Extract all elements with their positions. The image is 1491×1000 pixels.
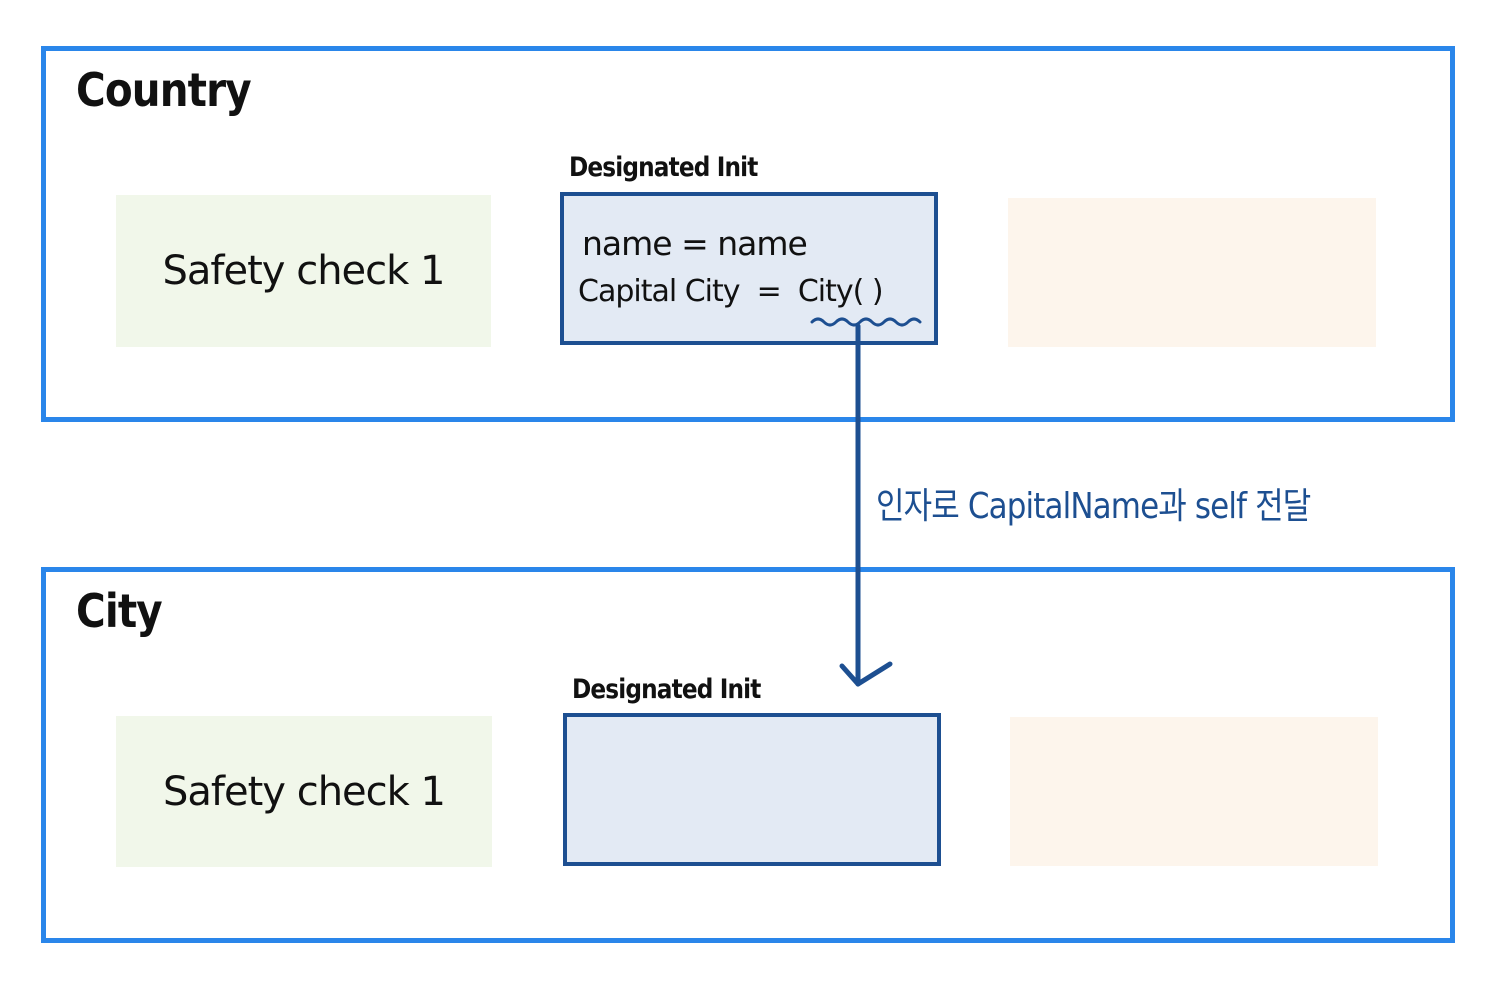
country-safety-check-label: Safety check 1 [162, 248, 446, 294]
city-init-label: Designated Init [572, 674, 761, 705]
city-init-call: City( ) [797, 274, 884, 309]
connector-annotation: 인자로 CapitalName과 self 전달 [876, 486, 1311, 527]
code-line-capital-city-assignment: Capital City = City( ) [578, 274, 884, 309]
country-designated-init-box: name = name Capital City = City( ) [560, 192, 938, 345]
city-safety-check-panel: Safety check 1 [116, 716, 492, 867]
capital-city-assignment-text: Capital City = [578, 274, 798, 309]
country-init-label: Designated Init [569, 152, 758, 183]
code-line-name-assignment: name = name [582, 224, 808, 263]
country-class-title: Country [76, 63, 252, 117]
country-safety-check-panel: Safety check 1 [116, 195, 491, 347]
city-designated-init-box [563, 713, 941, 866]
city-safety-check-label: Safety check 1 [163, 768, 446, 815]
city-empty-panel [1010, 717, 1378, 866]
city-class-title: City [76, 584, 163, 638]
country-empty-panel [1008, 198, 1376, 347]
